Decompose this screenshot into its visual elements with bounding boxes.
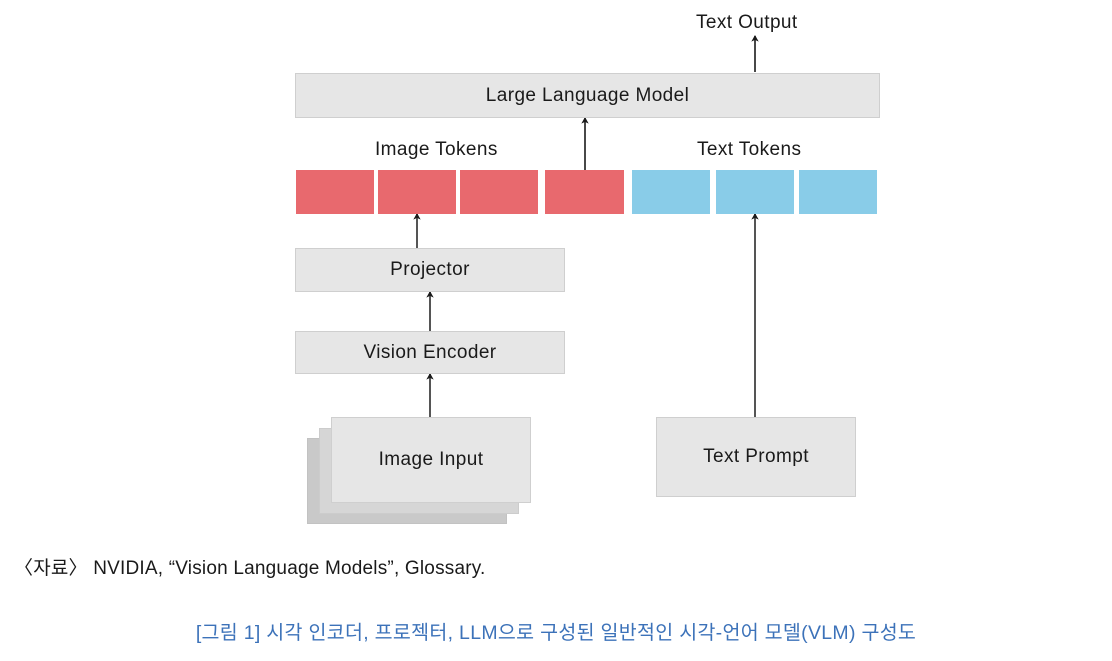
- image-token-2[interactable]: [378, 170, 456, 214]
- image-token-1[interactable]: [296, 170, 374, 214]
- image-input-box[interactable]: Image Input: [331, 417, 531, 503]
- image-token-4[interactable]: [545, 170, 624, 214]
- text-tokens-label: Text Tokens: [697, 139, 802, 160]
- text-token-2[interactable]: [716, 170, 794, 214]
- text-output-label: Text Output: [696, 12, 798, 33]
- figure-caption: [그림 1] 시각 인코더, 프로젝터, LLM으로 구성된 일반적인 시각-언…: [195, 622, 917, 644]
- text-token-3[interactable]: [799, 170, 877, 214]
- text-prompt-box[interactable]: Text Prompt: [656, 417, 856, 497]
- text-prompt-label: Text Prompt: [703, 446, 809, 467]
- image-token-3[interactable]: [460, 170, 538, 214]
- image-input-label: Image Input: [378, 449, 484, 470]
- source-note: 〈자료〉 NVIDIA, “Vision Language Models”, G…: [14, 558, 486, 579]
- image-tokens-label: Image Tokens: [375, 139, 498, 160]
- vision-encoder-box[interactable]: Vision Encoder: [295, 331, 565, 374]
- projector-label: Projector: [390, 259, 470, 280]
- vision-encoder-label: Vision Encoder: [363, 341, 497, 363]
- text-token-1[interactable]: [632, 170, 710, 214]
- large-language-model-label: Large Language Model: [485, 84, 690, 106]
- large-language-model-box[interactable]: Large Language Model: [295, 73, 880, 118]
- projector-box[interactable]: Projector: [295, 248, 565, 292]
